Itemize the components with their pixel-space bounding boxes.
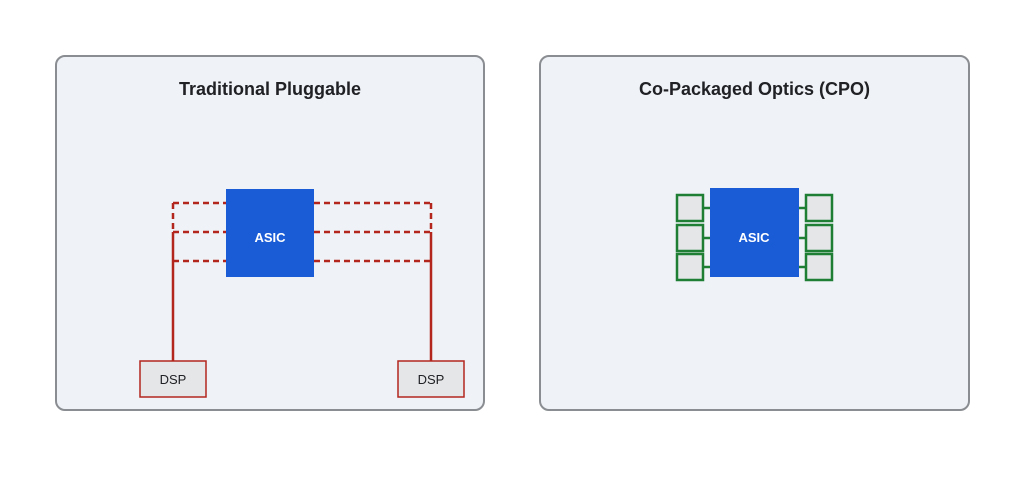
asic-chip-right [710, 188, 799, 277]
asic-label-right: ASIC [738, 230, 770, 245]
asic-label-left: ASIC [254, 230, 286, 245]
dsp-label-right: DSP [418, 372, 445, 387]
dsp-module-left [139, 360, 207, 398]
optical-engine-right-3 [804, 252, 834, 282]
cpo-panel: Co-Packaged Optics (CPO) [539, 55, 970, 411]
optical-engine-left-3 [675, 252, 705, 282]
dsp-module-right [397, 360, 465, 398]
optical-engine-right-1 [804, 193, 834, 223]
cpo-title: Co-Packaged Optics (CPO) [638, 79, 871, 99]
optical-engine-left-2 [675, 223, 705, 253]
dsp-label-left: DSP [160, 372, 187, 387]
optical-engines-right [804, 193, 834, 282]
optical-engine-right-2 [804, 223, 834, 253]
optical-engines-left [675, 193, 705, 282]
asic-chip-left [226, 189, 314, 277]
pluggable-traces [171, 201, 433, 361]
traditional-pluggable-title: Traditional Pluggable [178, 79, 362, 99]
optical-engine-left-1 [675, 193, 705, 223]
